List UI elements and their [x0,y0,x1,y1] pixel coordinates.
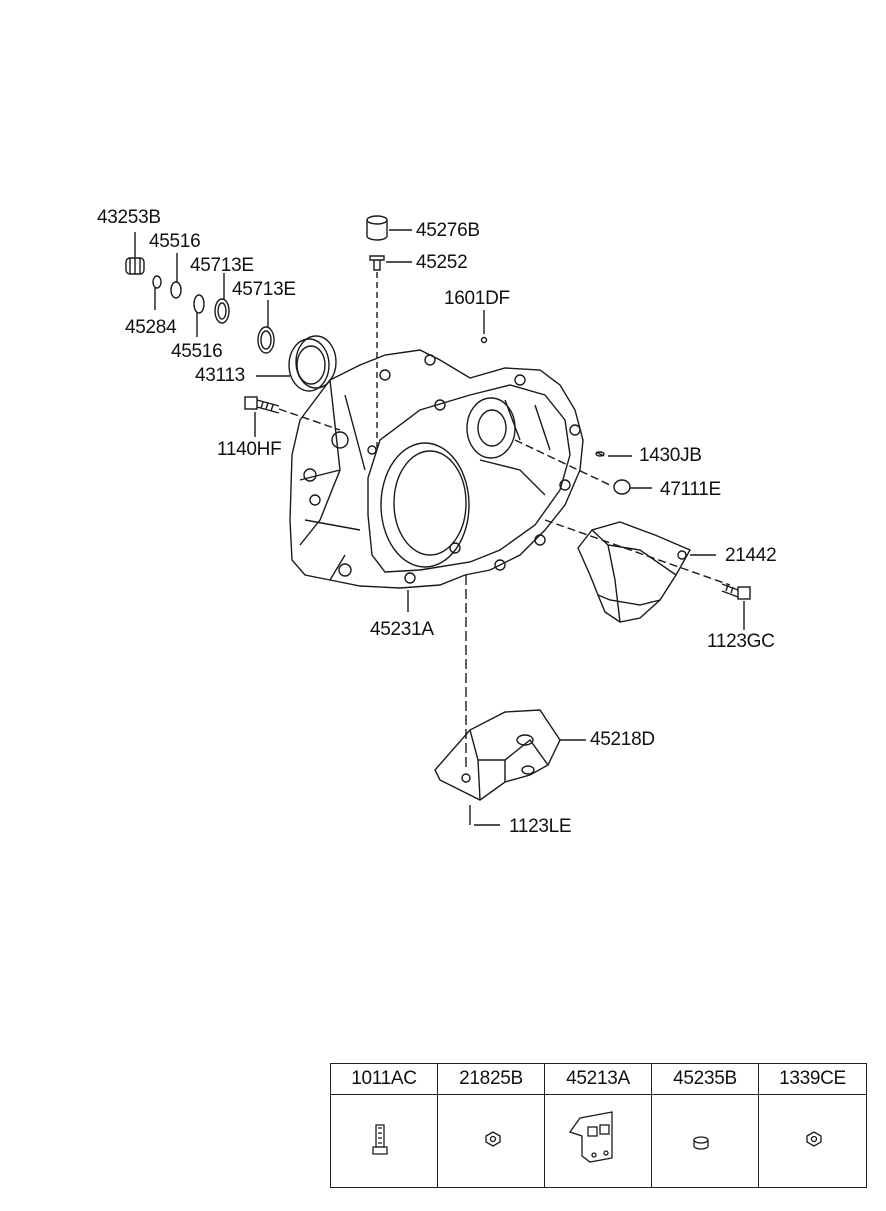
oring-45516a [170,253,182,299]
pin-45252 [369,255,412,450]
callout-1430JB: 1430JB [639,445,702,466]
legend-header: 45213A [545,1064,652,1095]
legend-header: 1011AC [331,1064,438,1095]
callout-21442: 21442 [725,545,777,566]
oil-seal-43113 [256,335,337,392]
callout-1140HF: 1140HF [217,439,282,460]
legend-cell [438,1095,545,1187]
oring-45516b [193,294,205,337]
bolt-icon [372,1124,388,1155]
legend-header: 1339CE [759,1064,866,1095]
bolt-1140HF [244,396,341,437]
callout-45713E: 45713E [232,279,296,300]
callout-43113: 43113 [195,365,245,386]
callout-45276B: 45276B [416,220,480,241]
callout-1123GC: 1123GC [707,631,775,652]
callout-45516: 45516 [171,341,223,362]
legend-header: 45235B [652,1064,759,1095]
parts-legend-table: 1011AC 21825B 45213A 45235B 1339CE [330,1063,867,1188]
callout-45218D: 45218D [590,729,655,750]
legend-cell [759,1095,866,1187]
plug-47111E [514,439,652,495]
bracket-icon [568,1111,613,1163]
transaxle-case-45231A [289,349,584,770]
callout-43253B: 43253B [97,207,161,228]
callout-45284: 45284 [125,317,177,338]
bolt-1123GC [721,583,751,630]
plug-43253B [125,232,145,275]
nut-icon [806,1131,822,1147]
cap-45276B [366,215,412,241]
callout-45252: 45252 [416,252,468,273]
legend-cell [331,1095,438,1187]
seal-45713Ea [214,273,230,324]
seal-45713Eb [257,300,275,354]
callout-45231A: 45231A [370,619,434,640]
callout-1123LE: 1123LE [509,816,572,837]
legend-cell [545,1095,652,1187]
plug-1601DF [480,310,488,344]
oring-45284 [152,275,162,310]
plug-icon [693,1136,709,1150]
legend-header: 21825B [438,1064,545,1095]
shield-21442 [544,519,731,623]
callout-45516: 45516 [149,231,201,252]
callout-45713E: 45713E [190,255,254,276]
callout-1601DF: 1601DF [444,288,510,309]
mount-bracket-45218D [434,709,586,826]
legend-cell [652,1095,759,1187]
nut-icon [485,1131,501,1147]
callout-47111E: 47111E [660,479,721,500]
pin-1430JB [595,451,632,457]
